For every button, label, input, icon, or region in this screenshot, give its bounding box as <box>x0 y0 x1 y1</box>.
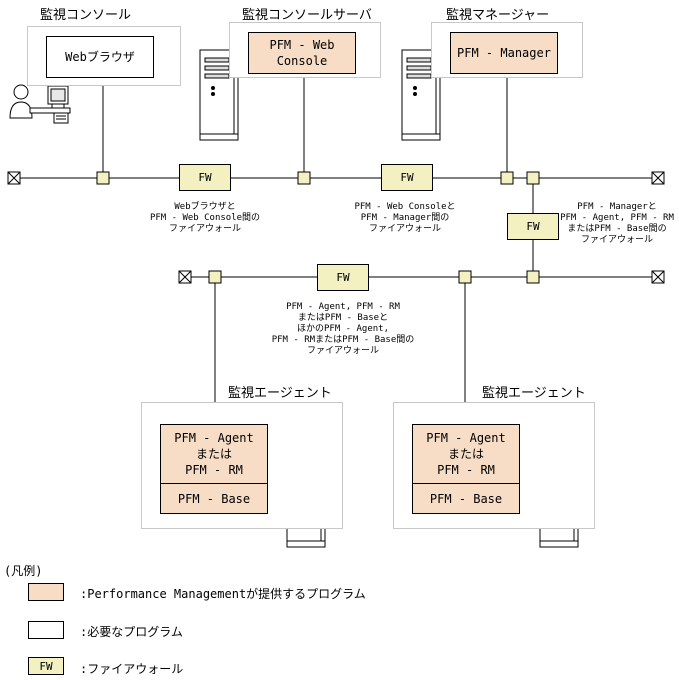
web-console-box: PFM - Web Console <box>248 32 356 74</box>
manager-box: PFM - Manager <box>450 32 558 74</box>
terminator-left-top <box>7 171 21 185</box>
firewall-1: FW <box>179 164 231 191</box>
agent-right-box: PFM - Agent または PFM - RM <box>412 424 520 484</box>
firewall-3: FW <box>507 213 559 240</box>
firewall-1-caption: Webブラウザと PFM - Web Console間の ファイアウォール <box>149 202 261 234</box>
firewall-2-caption: PFM - Web Consoleと PFM - Manager間の ファイアウ… <box>354 202 456 234</box>
firewall-2: FW <box>381 164 433 191</box>
firewall-3-caption: PFM - Managerと PFM - Agent, PFM - RM または… <box>560 202 674 245</box>
legend-swatch-provided <box>28 583 64 601</box>
server-icon <box>199 49 239 141</box>
firewall-4: FW <box>317 264 369 291</box>
base-left-box: PFM - Base <box>160 483 268 514</box>
legend-swatch-required <box>28 621 64 639</box>
console-title: 監視コンソール <box>40 8 132 23</box>
user-pc-icon <box>9 84 71 124</box>
legend-item-firewall: :ファイアウォール <box>80 662 184 676</box>
legend-item-provided: :Performance Managementが提供するプログラム <box>80 587 366 601</box>
base-right-box: PFM - Base <box>412 483 520 514</box>
web-browser-box: Webブラウザ <box>46 36 154 78</box>
console-server-title: 監視コンソールサーバ <box>242 8 372 23</box>
legend-swatch-firewall: FW <box>28 657 64 675</box>
terminator-right-top <box>651 171 665 185</box>
legend-title: (凡例) <box>4 564 43 578</box>
legend-item-required: :必要なプログラム <box>80 625 183 639</box>
manager-title: 監視マネージャー <box>446 8 550 23</box>
server-icon <box>401 49 441 141</box>
terminator-right-bottom <box>651 270 665 284</box>
agent-right-title: 監視エージェント <box>482 386 586 401</box>
terminator-left-bottom <box>178 270 192 284</box>
firewall-4-caption: PFM - Agent, PFM - RM またはPFM - Baseと ほかの… <box>271 302 415 356</box>
agent-left-box: PFM - Agent または PFM - RM <box>160 424 268 484</box>
agent-left-title: 監視エージェント <box>228 386 332 401</box>
